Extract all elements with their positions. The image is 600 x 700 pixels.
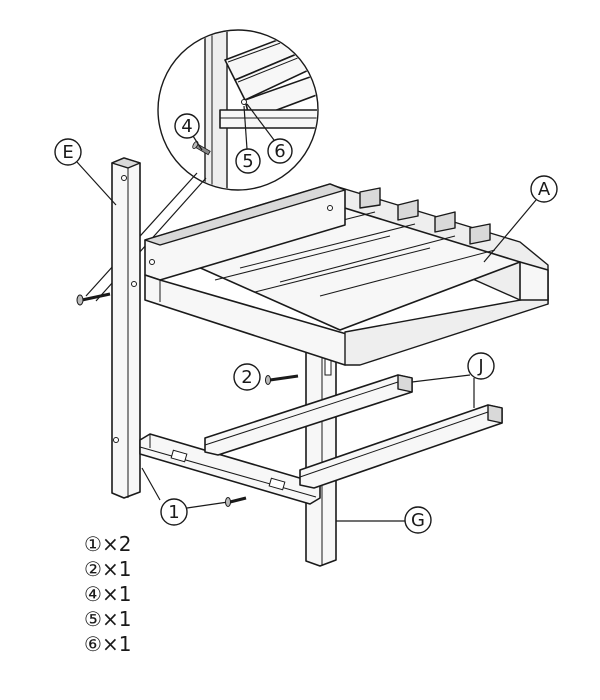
svg-text:2: 2	[241, 367, 252, 388]
callout-4: 4	[174, 113, 203, 151]
label-e: E	[54, 138, 117, 206]
callout-6: 6	[246, 103, 293, 164]
svg-text:J: J	[477, 356, 483, 377]
label-a: A	[483, 175, 558, 263]
qty-4: ④×1	[84, 582, 131, 606]
callout-2: 2	[233, 363, 299, 391]
screw-e	[76, 292, 111, 306]
svg-text:5: 5	[242, 151, 253, 172]
post-g	[305, 339, 337, 567]
callout-5: 5	[235, 105, 261, 174]
qty-6: ⑥×1	[84, 632, 131, 656]
tabletop-a	[144, 183, 549, 366]
qty-2: ②×1	[84, 557, 131, 581]
svg-text:A: A	[538, 179, 551, 200]
j-rail-back	[204, 374, 413, 456]
label-j: J	[411, 352, 495, 408]
svg-text:G: G	[411, 510, 425, 531]
callout-1: 1	[141, 467, 247, 526]
qty-5: ⑤×1	[84, 607, 131, 631]
svg-text:E: E	[62, 142, 73, 163]
svg-text:1: 1	[168, 502, 179, 523]
quantity-list: ①×2 ②×1 ④×1 ⑤×1 ⑥×1	[84, 532, 131, 656]
qty-1: ①×2	[84, 532, 131, 556]
svg-text:6: 6	[274, 141, 285, 162]
post-e	[111, 157, 141, 499]
lower-rail	[139, 433, 321, 505]
svg-text:4: 4	[181, 116, 192, 137]
label-g: G	[336, 506, 432, 534]
detail-magnifier	[85, 29, 319, 302]
j-rail-front	[299, 404, 503, 489]
